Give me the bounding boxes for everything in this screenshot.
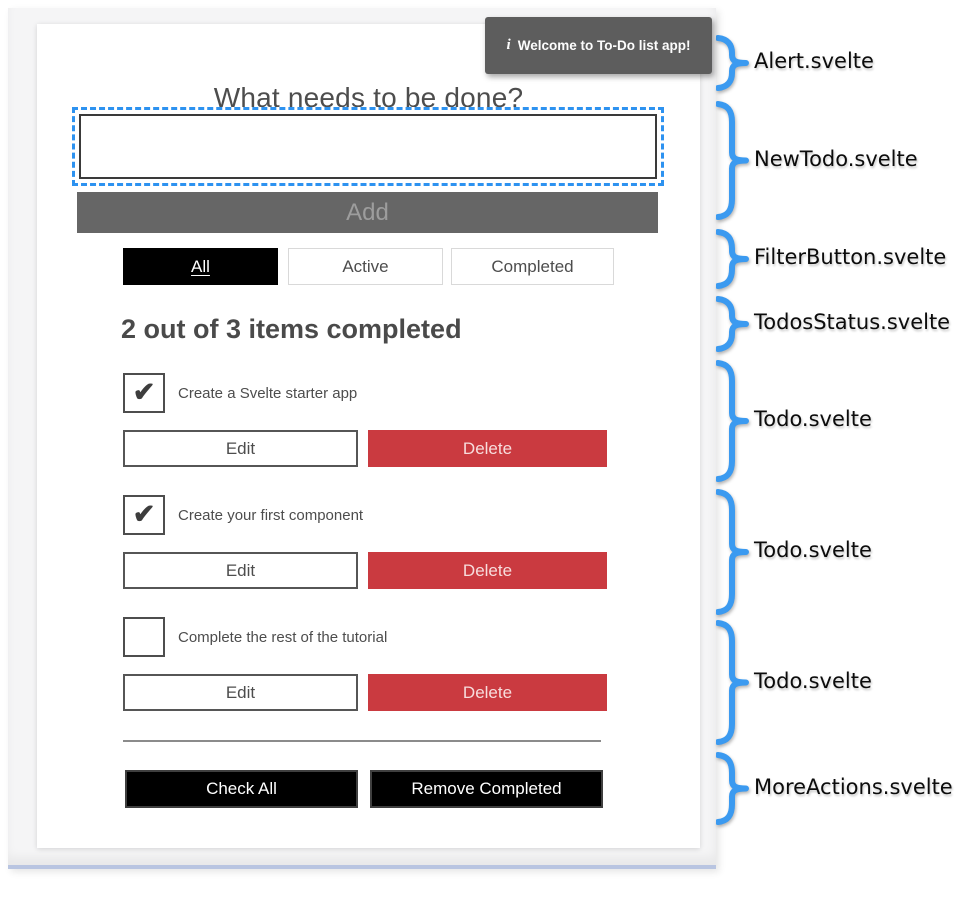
todos-status-heading: 2 out of 3 items completed — [121, 314, 462, 344]
annotation-label: MoreActions.svelte — [754, 774, 953, 799]
annotation-brace — [716, 752, 749, 825]
divider — [123, 740, 601, 742]
todo-item: Complete the rest of the tutorial Edit D… — [123, 617, 607, 731]
annotation-label: Todo.svelte — [754, 407, 872, 431]
new-todo-input[interactable] — [79, 114, 657, 179]
annotation-brace — [716, 489, 749, 615]
todo-item: ✔ Create your first component Edit Delet… — [123, 495, 607, 609]
annotation-brace — [716, 35, 749, 91]
annotation-brace — [716, 296, 749, 352]
annotation-brace — [716, 360, 749, 482]
new-todo-input-wrapper — [72, 107, 664, 186]
delete-button[interactable]: Delete — [368, 552, 607, 589]
todo-checkbox[interactable]: ✔ — [123, 495, 165, 535]
annotation-label: NewTodo.svelte — [754, 146, 918, 171]
todo-checkbox[interactable]: ✔ — [123, 373, 165, 413]
todo-label: Create your first component — [178, 507, 364, 524]
annotation-label: Todo.svelte — [754, 538, 872, 562]
todo-app-card: What needs to be done? Add All Active Co… — [37, 24, 700, 848]
edit-button[interactable]: Edit — [123, 552, 358, 589]
filter-button-active[interactable]: Active — [288, 248, 443, 285]
annotation-label: FilterButton.svelte — [754, 245, 947, 269]
todo-checkbox[interactable] — [123, 617, 165, 657]
annotation-brace — [716, 620, 749, 745]
todo-label: Complete the rest of the tutorial — [178, 629, 388, 646]
delete-button[interactable]: Delete — [368, 430, 607, 467]
info-icon: i — [506, 37, 511, 53]
filter-button-completed[interactable]: Completed — [451, 248, 614, 285]
todo-label: Create a Svelte starter app — [178, 385, 358, 402]
edit-button[interactable]: Edit — [123, 430, 358, 467]
annotation-label: TodosStatus.svelte — [754, 310, 951, 334]
checkmark-icon: ✔ — [132, 376, 156, 407]
annotation-label: Todo.svelte — [754, 668, 872, 693]
check-all-button[interactable]: Check All — [125, 770, 358, 808]
app-background: What needs to be done? Add All Active Co… — [8, 8, 716, 869]
alert-toast: i Welcome to To-Do list app! — [485, 17, 712, 74]
remove-completed-button[interactable]: Remove Completed — [370, 770, 603, 808]
filter-button-all[interactable]: All — [123, 248, 278, 285]
annotation-brace — [716, 229, 749, 289]
todo-item: ✔ Create a Svelte starter app Edit Delet… — [123, 373, 607, 487]
edit-button[interactable]: Edit — [123, 674, 358, 711]
annotation-label: Alert.svelte — [754, 49, 874, 73]
checkmark-icon: ✔ — [132, 498, 156, 529]
delete-button[interactable]: Delete — [368, 674, 607, 711]
alert-text: Welcome to To-Do list app! — [517, 38, 691, 53]
add-button[interactable]: Add — [77, 192, 658, 233]
annotation-brace — [716, 101, 749, 220]
